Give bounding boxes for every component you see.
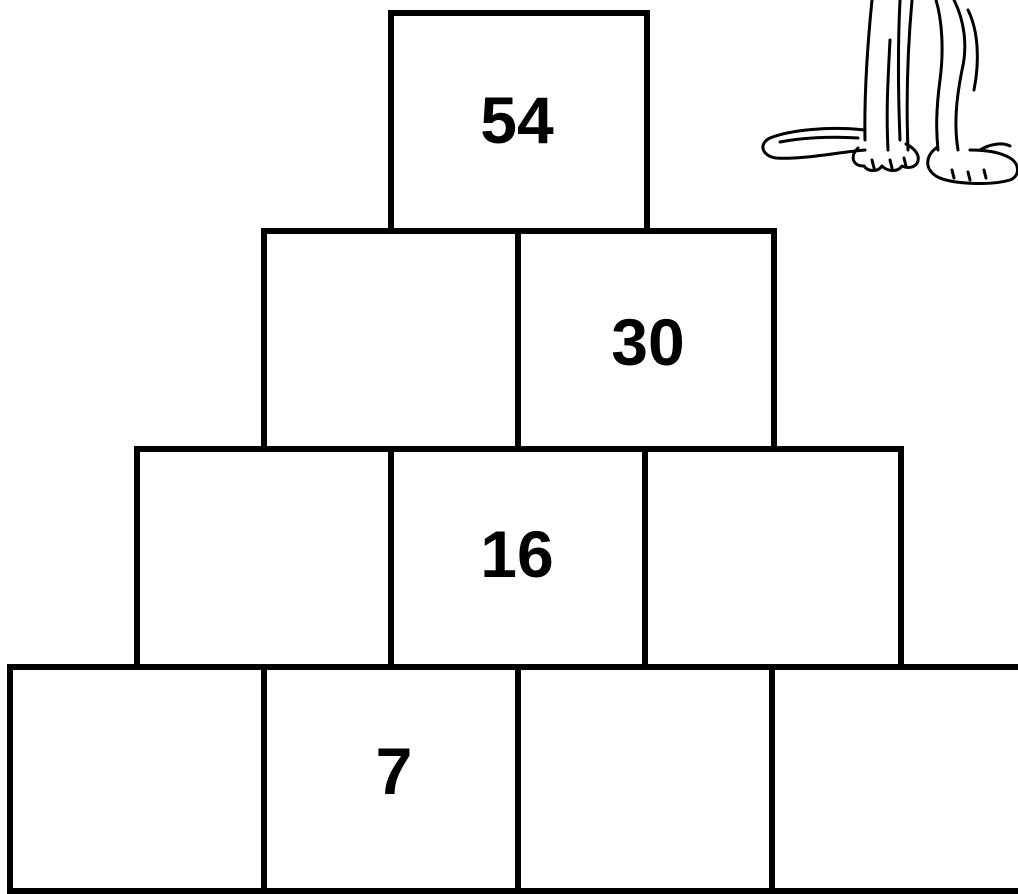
pyramid-cell-value: 16: [480, 516, 553, 592]
pyramid-cell-r3-c2[interactable]: 16: [388, 446, 650, 670]
pyramid-cell-r4-c4[interactable]: [769, 664, 1018, 894]
pyramid-cell-r3-c3[interactable]: [642, 446, 904, 670]
cat-feet-drawing-icon: [740, 0, 1018, 200]
pyramid-cell-value: 54: [480, 82, 553, 158]
pyramid-cell-r4-c2[interactable]: 7: [261, 664, 523, 894]
pyramid-cell-r2-c1[interactable]: [261, 228, 523, 452]
pyramid-cell-r3-c1[interactable]: [134, 446, 396, 670]
pyramid-cell-r1-c1[interactable]: 54: [388, 10, 650, 234]
pyramid-cell-r4-c1[interactable]: [7, 664, 269, 894]
pyramid-cell-r2-c2[interactable]: 30: [515, 228, 777, 452]
pyramid-cell-value: 30: [611, 304, 684, 380]
pyramid-cell-value: 7: [376, 733, 413, 809]
pyramid-cell-r4-c3[interactable]: [515, 664, 777, 894]
